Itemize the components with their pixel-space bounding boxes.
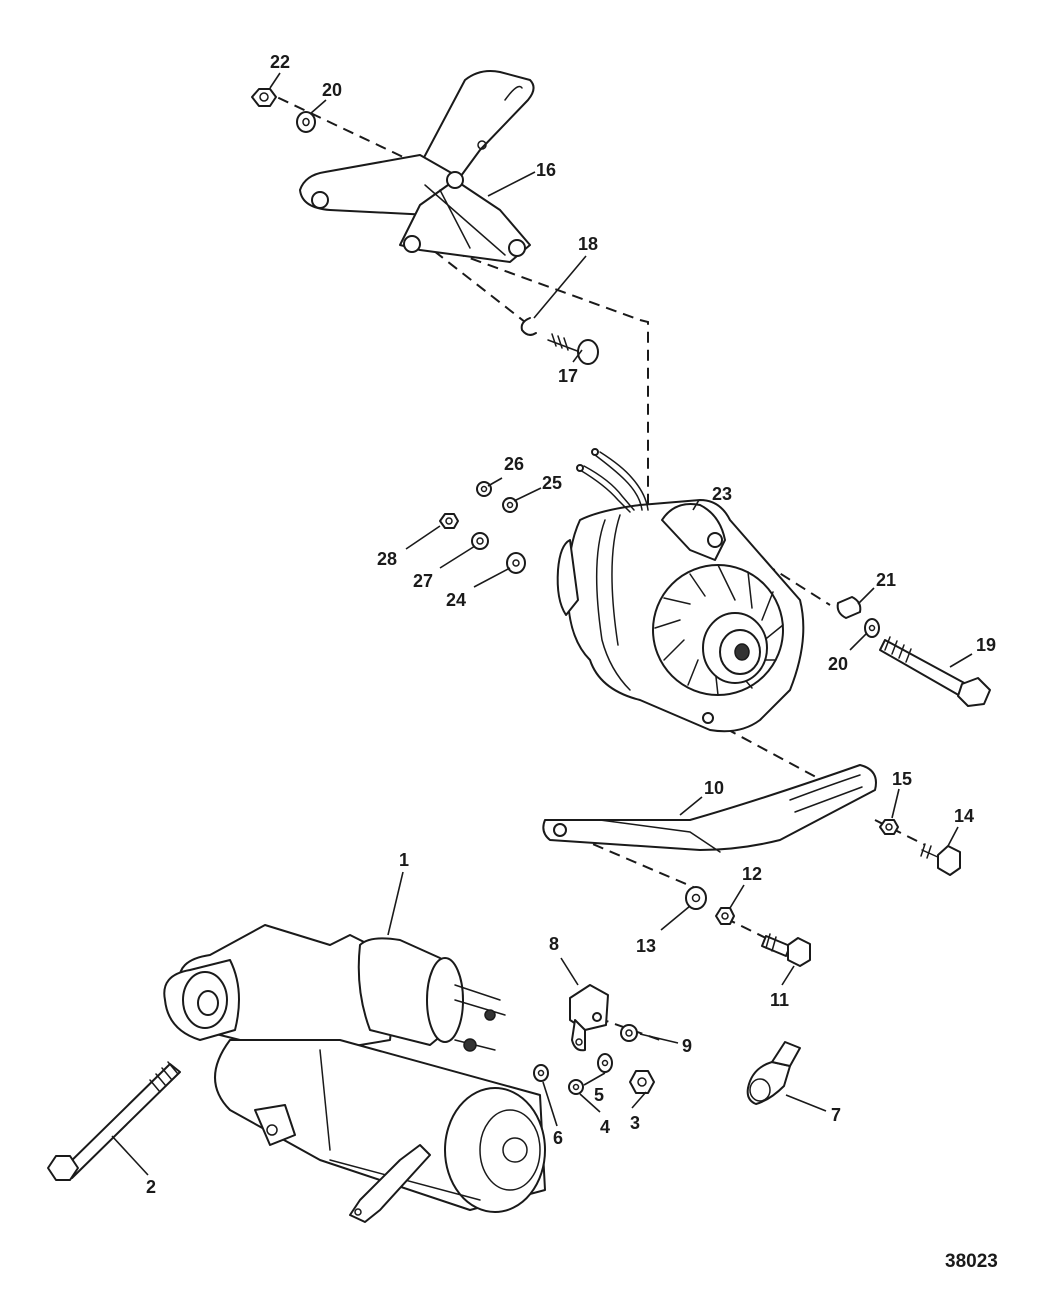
washer-15 bbox=[879, 819, 899, 835]
washer-24 bbox=[506, 552, 526, 574]
callout-4: 4 bbox=[600, 1117, 610, 1137]
alternator-bracket-16 bbox=[299, 70, 535, 263]
spacer-21 bbox=[836, 596, 862, 619]
callout-22: 22 bbox=[270, 52, 290, 72]
callout-5: 5 bbox=[594, 1085, 604, 1105]
callout-19: 19 bbox=[976, 635, 996, 655]
bolt-14 bbox=[920, 843, 961, 876]
leader-lines bbox=[111, 72, 973, 1176]
clip-18 bbox=[520, 317, 537, 336]
callout-18: 18 bbox=[578, 234, 598, 254]
callout-3: 3 bbox=[630, 1113, 640, 1133]
callout-24: 24 bbox=[446, 590, 466, 610]
callout-16: 16 bbox=[536, 160, 556, 180]
callout-15: 15 bbox=[892, 769, 912, 789]
callout-1: 1 bbox=[399, 850, 409, 870]
nut-4 bbox=[568, 1079, 584, 1095]
callout-14: 14 bbox=[954, 806, 974, 826]
washer-20-right bbox=[864, 618, 880, 638]
bolt-11 bbox=[761, 933, 811, 967]
callout-21: 21 bbox=[876, 570, 896, 590]
callout-11: 11 bbox=[770, 990, 789, 1010]
callout-28: 28 bbox=[377, 549, 397, 569]
nut-12 bbox=[715, 907, 735, 925]
callout-13: 13 bbox=[636, 936, 656, 956]
washer-20-top bbox=[296, 111, 316, 133]
nut-27 bbox=[471, 532, 489, 550]
callout-12: 12 bbox=[742, 864, 762, 884]
figure-number: 38023 bbox=[945, 1251, 998, 1272]
callout-26: 26 bbox=[504, 454, 524, 474]
starter-motor-1 bbox=[163, 924, 546, 1223]
nut-22 bbox=[251, 88, 277, 107]
nut-26 bbox=[476, 481, 492, 497]
nut-28 bbox=[439, 513, 459, 529]
boot-7 bbox=[746, 1041, 801, 1105]
callout-20-right: 20 bbox=[828, 654, 848, 674]
callouts: 22 20 16 18 17 26 25 23 28 27 24 21 20 1… bbox=[146, 52, 996, 1197]
callout-6: 6 bbox=[553, 1128, 563, 1148]
bolt-17 bbox=[547, 333, 599, 365]
washer-13 bbox=[685, 886, 707, 910]
callout-10: 10 bbox=[704, 778, 724, 798]
washer-5 bbox=[597, 1053, 613, 1073]
callout-25: 25 bbox=[542, 473, 562, 493]
bolt-19 bbox=[879, 636, 991, 707]
callout-7: 7 bbox=[831, 1105, 841, 1125]
nut-3 bbox=[629, 1070, 655, 1094]
bolt-2 bbox=[47, 1061, 181, 1181]
callout-20-top: 20 bbox=[322, 80, 342, 100]
callout-17: 17 bbox=[558, 366, 578, 386]
callout-8: 8 bbox=[549, 934, 559, 954]
callout-9: 9 bbox=[682, 1036, 692, 1056]
callout-23: 23 bbox=[712, 484, 732, 504]
washer-6 bbox=[533, 1064, 549, 1082]
adjusting-bracket-10 bbox=[542, 764, 877, 853]
alternator-23 bbox=[556, 448, 805, 733]
relay-8 bbox=[569, 984, 609, 1052]
callout-27: 27 bbox=[413, 571, 433, 591]
nut-9 bbox=[620, 1024, 638, 1042]
callout-2: 2 bbox=[146, 1177, 156, 1197]
nut-25 bbox=[502, 497, 518, 513]
